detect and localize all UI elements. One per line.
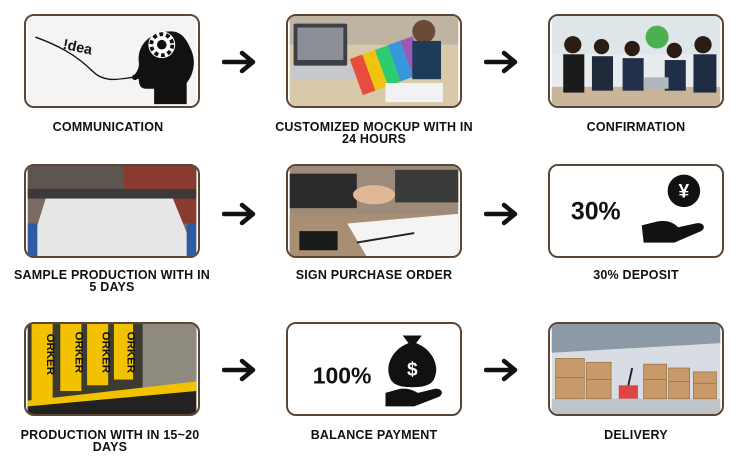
sample-production-image (27, 166, 197, 256)
arrow-right-icon (222, 358, 262, 382)
step-card-sample-production (24, 164, 200, 258)
step-label-deposit: 30% DEPOSIT (593, 268, 679, 282)
step-label-communication: COMMUNICATION (52, 120, 164, 134)
hand-icon (385, 388, 442, 407)
hand-icon (641, 221, 704, 243)
deposit-image: 30% ¥ (551, 166, 721, 256)
banner-text: ORKER (124, 332, 136, 374)
step-card-sign-order (286, 164, 462, 258)
balance-payment-image: 100% $ (289, 324, 459, 414)
step-card-production: ORKER ORKER ORKER ORKER (24, 322, 200, 416)
step-card-communication: !dea (24, 14, 200, 108)
arrow-right-icon (484, 50, 524, 74)
balance-percent-text: 100% (313, 362, 372, 388)
pallet-jack (618, 385, 638, 399)
banner-text: ORKER (99, 332, 111, 374)
communication-image: !dea (27, 16, 197, 106)
step-label-production: PRODUCTION WITH IN 15~20 DAYS (20, 428, 200, 454)
step-label-mockup: CUSTOMIZED MOCKUP WITH IN 24 HOURS (275, 120, 473, 146)
arrow-right-icon (222, 50, 262, 74)
arrow-right-icon (484, 202, 524, 226)
step-label-sample-production: SAMPLE PRODUCTION WITH IN 5 DAYS (14, 268, 210, 294)
dollar-symbol: $ (407, 360, 418, 381)
step-card-mockup (286, 14, 462, 108)
step-label-sign-order: SIGN PURCHASE ORDER (295, 268, 453, 282)
arrow-right-icon (484, 358, 524, 382)
handshake-image (289, 166, 459, 256)
step-card-deposit: 30% ¥ (548, 164, 724, 258)
arrow-right-icon (222, 202, 262, 226)
confirmation-image (551, 16, 721, 106)
banner-text: ORKER (73, 332, 85, 374)
step-card-confirmation (548, 14, 724, 108)
money-bag-icon (388, 335, 437, 388)
step-label-confirmation: CONFIRMATION (586, 120, 686, 134)
mockup-image (289, 16, 459, 106)
step-label-delivery: DELIVERY (604, 428, 668, 442)
step-label-balance-payment: BALANCE PAYMENT (310, 428, 438, 442)
banner-text: ORKER (44, 334, 56, 376)
yen-symbol: ¥ (679, 182, 690, 203)
deposit-percent-text: 30% (571, 198, 621, 226)
warehouse-image (551, 324, 721, 414)
idea-text: !dea (61, 37, 94, 59)
step-card-delivery (548, 322, 724, 416)
production-image: ORKER ORKER ORKER ORKER (27, 324, 197, 414)
yen-coin-icon (667, 174, 701, 208)
step-card-balance-payment: 100% $ (286, 322, 462, 416)
